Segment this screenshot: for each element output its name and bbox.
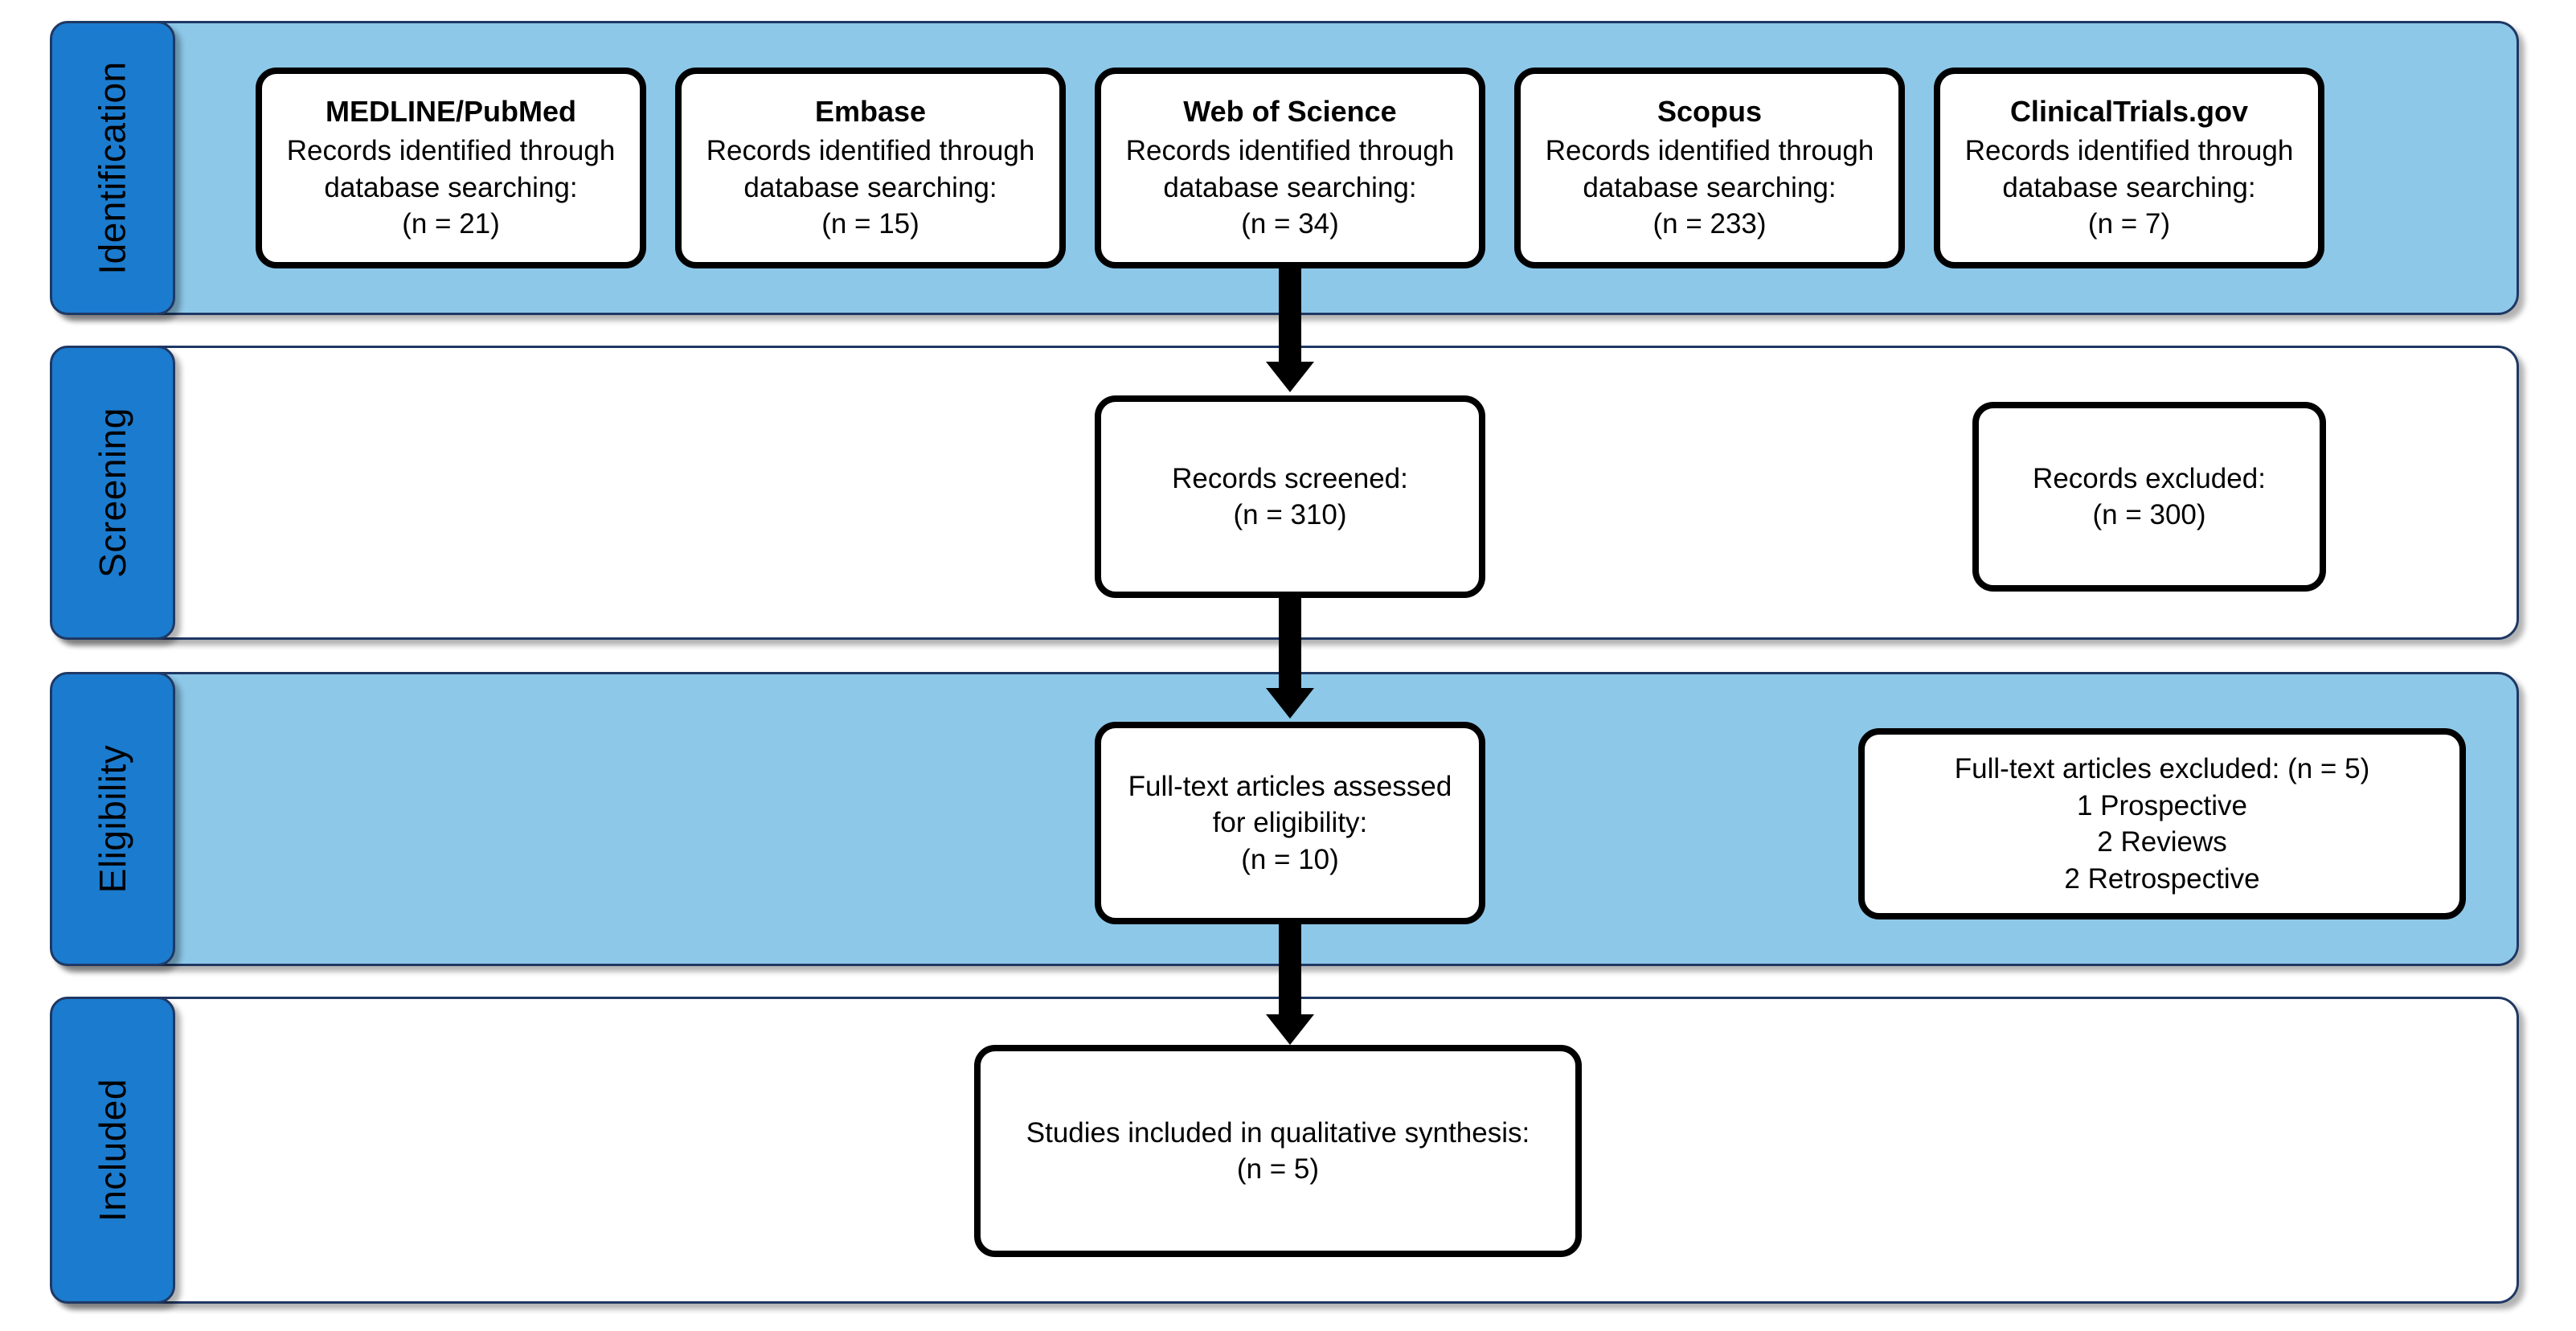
source-line1: Records identified through [1125, 135, 1455, 167]
source-line2: database searching: [1583, 171, 1837, 203]
arrow-eligibility-to-included-shaft [1279, 924, 1301, 1022]
stage-tab-identification: Identification [50, 21, 175, 315]
source-box-scopus: Scopus Records identified through databa… [1514, 68, 1905, 268]
studies-included-label: Studies included in qualitative synthesi… [1026, 1116, 1530, 1149]
records-screened-box: Records screened: (n = 310) [1095, 395, 1485, 598]
arrow-identification-to-screening-head [1266, 362, 1314, 392]
records-excluded-count: (n = 300) [2092, 499, 2206, 530]
stage-tab-eligibility-label: Eligibility [92, 744, 134, 894]
source-line1: Records identified through [1964, 135, 2294, 167]
source-count: (n = 7) [2087, 208, 2171, 240]
arrow-identification-to-screening-shaft [1279, 268, 1301, 368]
stage-tab-included-label: Included [92, 1079, 134, 1222]
source-name: Web of Science [1183, 95, 1397, 129]
arrow-eligibility-to-included-head [1266, 1014, 1314, 1045]
source-count: (n = 233) [1652, 208, 1767, 240]
source-name: ClinicalTrials.gov [2009, 95, 2249, 129]
fulltext-assessed-box: Full-text articles assessed for eligibil… [1095, 722, 1485, 924]
stage-tab-screening: Screening [50, 346, 175, 640]
fulltext-excluded-reason: 2 Reviews [2097, 826, 2227, 858]
source-box-embase: Embase Records identified through databa… [675, 68, 1066, 268]
stage-tab-included: Included [50, 997, 175, 1304]
source-box-web-of-science: Web of Science Records identified throug… [1095, 68, 1485, 268]
records-screened-label: Records screened: [1172, 462, 1408, 494]
records-excluded-box: Records excluded: (n = 300) [1972, 402, 2326, 592]
source-line1: Records identified through [1545, 135, 1874, 167]
records-excluded-label: Records excluded: [2033, 462, 2266, 494]
source-count: (n = 21) [402, 208, 500, 240]
source-line1: Records identified through [706, 135, 1035, 167]
stage-tab-identification-label: Identification [92, 61, 133, 275]
fulltext-excluded-reason: 1 Prospective [2076, 789, 2248, 821]
arrow-screening-to-eligibility-head [1266, 688, 1314, 719]
source-line1: Records identified through [286, 135, 616, 167]
source-name: MEDLINE/PubMed [326, 95, 576, 129]
fulltext-assessed-line2: for eligibility: [1212, 807, 1368, 839]
source-line2: database searching: [1163, 171, 1417, 203]
fulltext-excluded-reason: 2 Retrospective [2064, 862, 2260, 895]
fulltext-excluded-box: Full-text articles excluded: (n = 5) 1 P… [1858, 728, 2466, 919]
arrow-screening-to-eligibility-shaft [1279, 598, 1301, 696]
stage-tab-eligibility: Eligibility [50, 672, 175, 966]
source-count: (n = 15) [821, 208, 919, 240]
source-line2: database searching: [324, 171, 578, 203]
fulltext-excluded-label: Full-text articles excluded: (n = 5) [1954, 753, 2370, 784]
stage-tab-screening-label: Screening [92, 407, 134, 578]
source-line2: database searching: [2002, 171, 2256, 203]
records-screened-count: (n = 310) [1233, 499, 1347, 530]
studies-included-count: (n = 5) [1236, 1153, 1320, 1185]
source-line2: database searching: [743, 171, 997, 203]
source-box-medline-pubmed: MEDLINE/PubMed Records identified throug… [256, 68, 646, 268]
source-name: Embase [814, 95, 927, 129]
fulltext-assessed-line1: Full-text articles assessed [1128, 770, 1452, 802]
source-box-clinicaltrials-gov: ClinicalTrials.gov Records identified th… [1934, 68, 2324, 268]
source-name: Scopus [1657, 95, 1763, 129]
source-count: (n = 34) [1241, 208, 1339, 240]
studies-included-box: Studies included in qualitative synthesi… [974, 1045, 1582, 1257]
fulltext-assessed-count: (n = 10) [1241, 843, 1339, 875]
